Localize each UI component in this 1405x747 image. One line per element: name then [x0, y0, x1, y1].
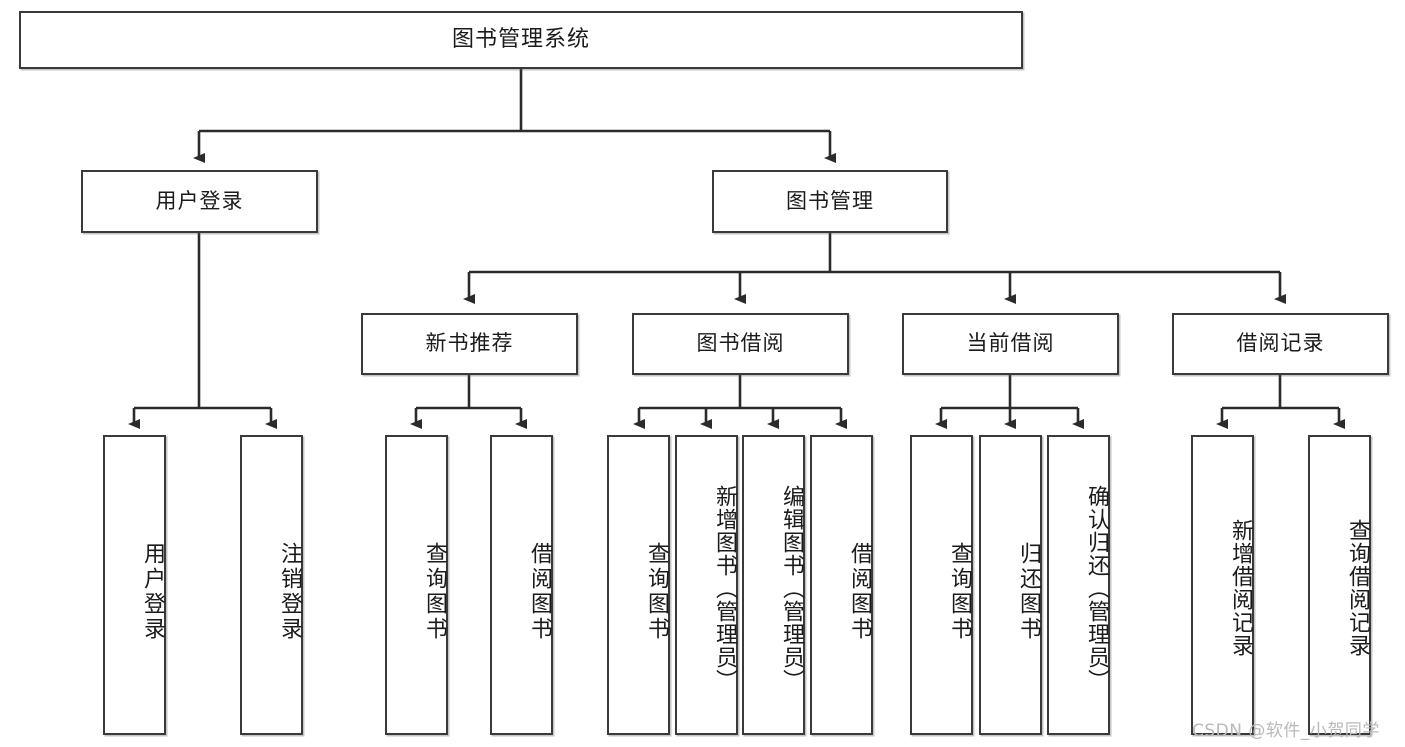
- leaf-record-query-record[interactable]: 查询借阅记录: [1308, 435, 1371, 735]
- node-label: 借阅图书: [847, 542, 872, 642]
- leaf-borrow-query-book[interactable]: 查询图书: [607, 435, 670, 735]
- node-label: 用户登录: [140, 542, 165, 642]
- node-book-borrow[interactable]: 图书借阅: [632, 313, 849, 375]
- leaf-borrow-add-book-admin[interactable]: 新增图书（管理员）: [675, 435, 738, 735]
- leaf-user-login-login[interactable]: 用户登录: [103, 435, 166, 735]
- node-current-borrow[interactable]: 当前借阅: [902, 313, 1119, 375]
- node-label: 归还图书: [1016, 542, 1041, 642]
- leaf-current-confirm-return-admin[interactable]: 确认归还（管理员）: [1047, 435, 1110, 735]
- node-borrow-record[interactable]: 借阅记录: [1172, 313, 1389, 375]
- node-user-login[interactable]: 用户登录: [81, 170, 318, 233]
- node-book-management[interactable]: 图书管理: [712, 170, 948, 233]
- node-label: 查询借阅记录: [1345, 519, 1370, 657]
- node-label: 图书管理系统: [451, 26, 590, 52]
- leaf-borrow-borrow-book[interactable]: 借阅图书: [810, 435, 873, 735]
- node-label: 确认归还（管理员）: [1084, 484, 1109, 692]
- node-label: 图书借阅: [696, 331, 785, 356]
- leaf-current-query-book[interactable]: 查询图书: [910, 435, 973, 735]
- node-label: 借阅记录: [1236, 331, 1325, 356]
- leaf-borrow-edit-book-admin[interactable]: 编辑图书（管理员）: [742, 435, 805, 735]
- node-label: 编辑图书（管理员）: [779, 484, 804, 692]
- csdn-watermark: CSDN @软件_小贺同学: [1192, 721, 1380, 741]
- leaf-recommend-query-book[interactable]: 查询图书: [385, 435, 448, 735]
- node-label: 新增图书（管理员）: [712, 484, 737, 692]
- node-label: 查询图书: [947, 542, 972, 642]
- node-label: 注销登录: [277, 542, 302, 642]
- node-label: 当前借阅: [966, 331, 1055, 356]
- node-new-book-recommend[interactable]: 新书推荐: [361, 313, 578, 375]
- leaf-recommend-borrow-book[interactable]: 借阅图书: [490, 435, 553, 735]
- node-label: 借阅图书: [527, 542, 552, 642]
- node-label: 图书管理: [786, 188, 874, 213]
- leaf-record-add-record[interactable]: 新增借阅记录: [1191, 435, 1254, 735]
- node-label: 查询图书: [644, 542, 669, 642]
- node-label: 查询图书: [422, 542, 447, 642]
- node-label: 用户登录: [155, 188, 244, 213]
- leaf-user-login-logout[interactable]: 注销登录: [240, 435, 303, 735]
- leaf-current-return-book[interactable]: 归还图书: [979, 435, 1042, 735]
- node-label: 新书推荐: [425, 331, 514, 356]
- node-label: 新增借阅记录: [1228, 519, 1253, 657]
- node-root-system[interactable]: 图书管理系统: [19, 11, 1023, 69]
